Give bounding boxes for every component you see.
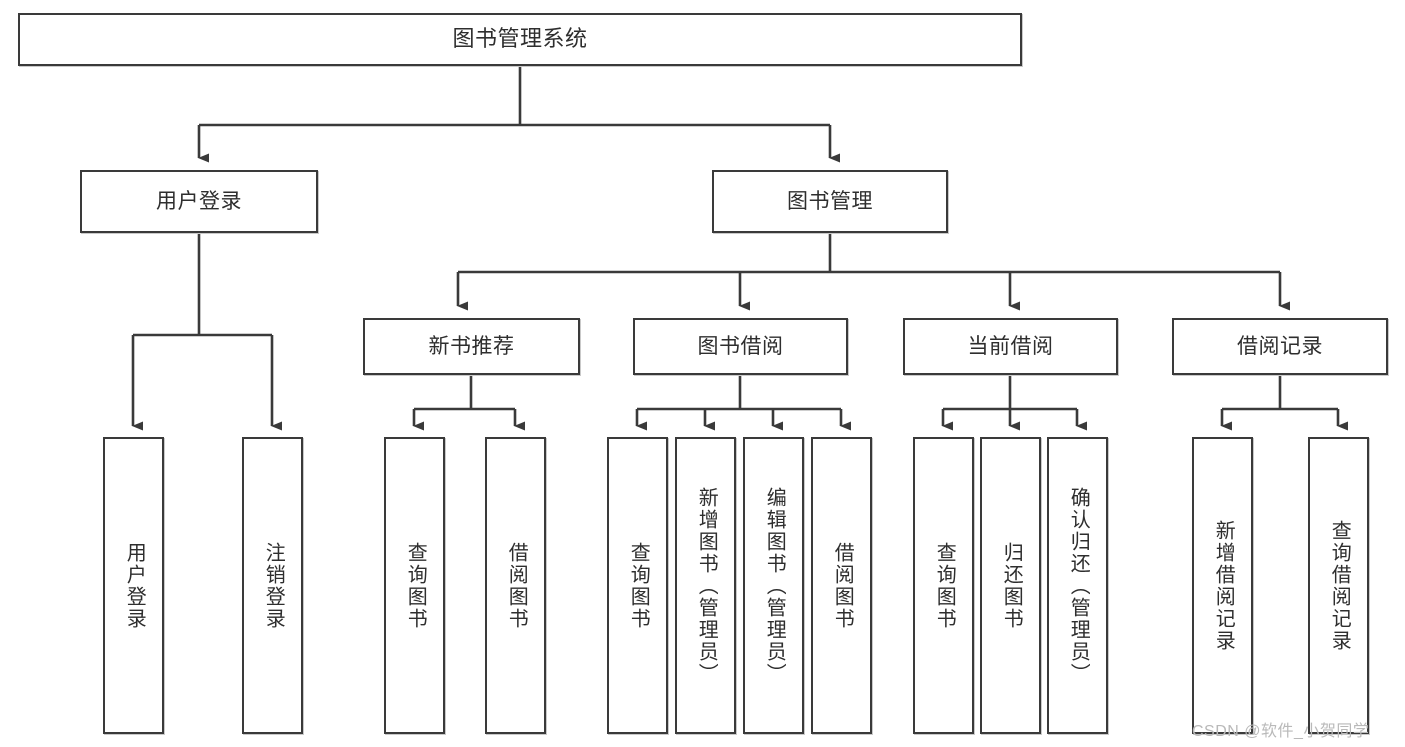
node-label: 归还图书: [1000, 541, 1023, 630]
node-root-system[interactable]: 图书管理系统: [18, 13, 1022, 66]
leaf-book-borrow-lend[interactable]: 借阅图书: [811, 437, 872, 734]
node-label: 新增图书（管理员）: [695, 486, 718, 685]
node-label: 确认归还（管理员）: [1067, 486, 1090, 685]
leaf-new-book-query[interactable]: 查询图书: [384, 437, 445, 734]
leaf-borrow-record-add[interactable]: 新增借阅记录: [1192, 437, 1253, 734]
leaf-user-login-signin[interactable]: 用户登录: [103, 437, 164, 734]
node-label: 图书借阅: [697, 334, 784, 358]
leaf-current-borrow-confirm-return[interactable]: 确认归还（管理员）: [1047, 437, 1108, 734]
leaf-user-login-signout[interactable]: 注销登录: [242, 437, 303, 734]
node-label: 查询图书: [627, 541, 650, 630]
node-label: 用户登录: [123, 541, 146, 630]
leaf-book-borrow-query[interactable]: 查询图书: [607, 437, 668, 734]
node-label: 借阅记录: [1237, 334, 1323, 358]
node-new-book-recommend[interactable]: 新书推荐: [363, 318, 580, 375]
node-label: 图书管理: [787, 189, 873, 213]
node-label: 查询图书: [933, 541, 956, 630]
node-label: 注销登录: [262, 541, 285, 630]
csdn-watermark: CSDN @软件_小贺同学: [1192, 723, 1370, 740]
node-book-management[interactable]: 图书管理: [712, 170, 948, 233]
leaf-borrow-record-query[interactable]: 查询借阅记录: [1308, 437, 1369, 734]
node-label: 借阅图书: [505, 541, 528, 630]
node-label: 图书管理系统: [452, 26, 588, 52]
node-label: 查询借阅记录: [1328, 519, 1351, 652]
node-label: 借阅图书: [831, 541, 854, 630]
leaf-new-book-borrow[interactable]: 借阅图书: [485, 437, 546, 734]
node-current-borrow[interactable]: 当前借阅: [903, 318, 1118, 375]
node-label: 编辑图书（管理员）: [763, 486, 786, 685]
node-borrow-record[interactable]: 借阅记录: [1172, 318, 1388, 375]
leaf-book-borrow-edit[interactable]: 编辑图书（管理员）: [743, 437, 804, 734]
node-label: 用户登录: [156, 189, 242, 213]
node-label: 新增借阅记录: [1212, 519, 1235, 652]
node-book-borrow[interactable]: 图书借阅: [633, 318, 848, 375]
node-user-login[interactable]: 用户登录: [80, 170, 318, 233]
leaf-book-borrow-add[interactable]: 新增图书（管理员）: [675, 437, 736, 734]
node-label: 查询图书: [404, 541, 427, 630]
leaf-current-borrow-return[interactable]: 归还图书: [980, 437, 1041, 734]
leaf-current-borrow-query[interactable]: 查询图书: [913, 437, 974, 734]
node-label: 当前借阅: [967, 334, 1054, 358]
node-label: 新书推荐: [428, 334, 515, 358]
